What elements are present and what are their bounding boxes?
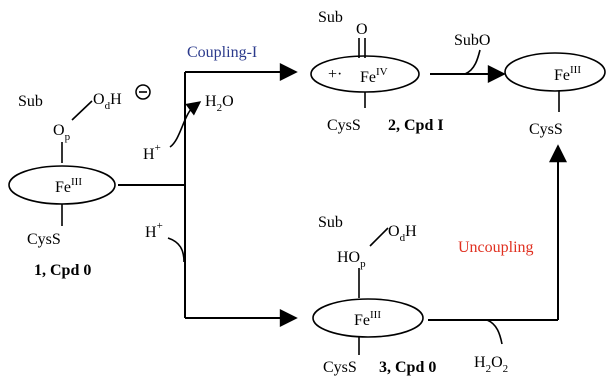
- cpd0-1-anion-charge: [135, 84, 151, 100]
- cpd0-1-title: 1, Cpd 0: [34, 262, 91, 279]
- h-plus-bottom: H+: [145, 220, 163, 241]
- cpd0-3-cys-label: CysS: [323, 359, 357, 376]
- resting-heme-ellipse: [504, 52, 606, 92]
- proton-uptake-hook: [167, 237, 185, 263]
- cpd0-3-hop-atom: HOp: [337, 249, 366, 270]
- cpd0-1-op-atom: Op: [53, 122, 71, 143]
- resting-fe-atom: FeIII: [554, 64, 581, 84]
- cpd0-3-o-o-bond: [369, 227, 389, 247]
- cpd0-1-cys-label: CysS: [27, 231, 61, 248]
- cpd0-1-sub-label: Sub: [18, 93, 43, 110]
- h-plus-top: H+: [143, 142, 161, 163]
- cpdI-2-title: 2, Cpd I: [388, 117, 444, 134]
- cpd0-1-o-o-bond: [71, 100, 93, 121]
- resting-cys-label: CysS: [529, 121, 563, 138]
- cpd0-3-title: 3, Cpd 0: [379, 359, 436, 376]
- cpd0-3-od-atom: OdH: [388, 223, 417, 244]
- cpdI-2-fe-atom: FeIV: [360, 66, 388, 86]
- uncoupling-label: Uncoupling: [458, 239, 534, 256]
- cpdI-2-radical-cation: +·: [328, 66, 342, 83]
- cpd0-1-od-atom: OdH: [93, 91, 122, 112]
- cpdI-2-sub-label: Sub: [318, 9, 343, 26]
- water-release-arrow: [169, 101, 202, 148]
- coupling-label: Coupling-I: [187, 44, 257, 61]
- peroxide-label: H2O2: [474, 354, 508, 375]
- cpd0-3-sub-label: Sub: [318, 214, 343, 231]
- peroxide-release-hook: [486, 319, 503, 345]
- cpd0-3-fe-atom: FeIII: [354, 309, 381, 329]
- water-label: H2O: [205, 93, 234, 114]
- cpdI-2-oxo-atom: O: [356, 21, 368, 38]
- cpdI-2-cys-label: CysS: [327, 117, 361, 134]
- cpd0-3-heme-ellipse: [312, 298, 424, 338]
- subo-label: SubO: [454, 32, 490, 49]
- cpd0-1-fe-atom: FeIII: [55, 176, 82, 196]
- subo-release-hook: [464, 49, 481, 75]
